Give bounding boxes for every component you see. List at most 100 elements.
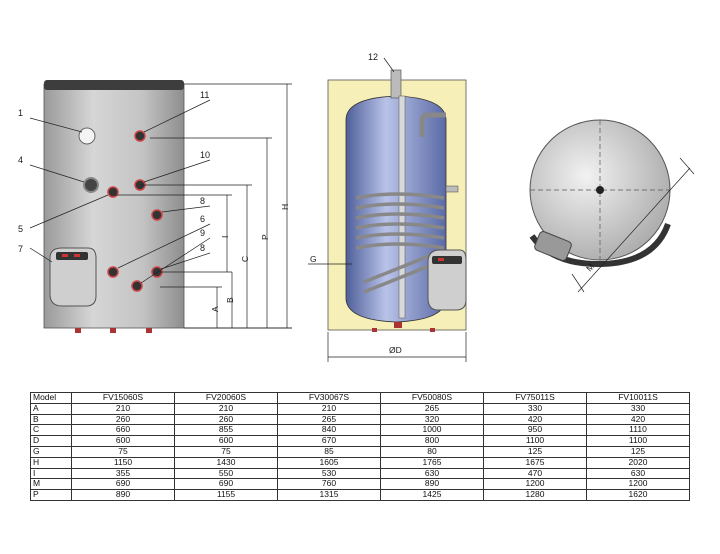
table-cell: 2020 bbox=[586, 456, 690, 469]
table-cell: 800 bbox=[380, 435, 484, 447]
table-cell: 950 bbox=[483, 424, 587, 437]
table-header-row: Model FV15060S FV20060S FV30067S FV50080… bbox=[30, 392, 690, 404]
row-label: P bbox=[30, 489, 72, 501]
connection-6 bbox=[107, 266, 119, 278]
row-label: D bbox=[30, 435, 72, 447]
table-cell: 470 bbox=[483, 467, 587, 480]
col-header: FV20060S bbox=[174, 392, 278, 404]
control-unit bbox=[49, 247, 97, 307]
tank-foot bbox=[110, 328, 116, 333]
connection-4 bbox=[83, 177, 99, 193]
table-cell: 420 bbox=[586, 413, 690, 426]
table-cell: 630 bbox=[586, 467, 690, 480]
table-cell: 890 bbox=[380, 478, 484, 491]
dim-i: I bbox=[220, 236, 230, 238]
table-cell: 1100 bbox=[586, 435, 690, 447]
dim-b: B bbox=[225, 297, 235, 303]
table-cell: 760 bbox=[277, 478, 381, 491]
table-cell: 210 bbox=[277, 402, 381, 415]
table-cell: 355 bbox=[71, 467, 175, 480]
table-cell: 660 bbox=[71, 424, 175, 437]
table-cell: 1110 bbox=[586, 424, 690, 437]
connection-9 bbox=[131, 280, 143, 292]
col-header: FV30067S bbox=[277, 392, 381, 404]
table-cell: 1675 bbox=[483, 456, 587, 469]
callout-7: 7 bbox=[18, 244, 23, 254]
dim-p: P bbox=[260, 234, 270, 240]
table-cell: 1200 bbox=[586, 478, 690, 491]
row-label: A bbox=[30, 402, 72, 415]
anode-port bbox=[78, 127, 96, 145]
col-header: FV50080S bbox=[380, 392, 484, 404]
table-cell: 1425 bbox=[380, 489, 484, 501]
table-cell: 265 bbox=[380, 402, 484, 415]
table-cell: 690 bbox=[71, 478, 175, 491]
table-cell: 210 bbox=[174, 402, 278, 415]
dim-a: A bbox=[210, 306, 220, 312]
table-cell: 1150 bbox=[71, 456, 175, 469]
dim-g: G bbox=[310, 254, 317, 264]
callout-6: 6 bbox=[200, 214, 205, 224]
connection-5 bbox=[107, 186, 119, 198]
table-cell: 1315 bbox=[277, 489, 381, 501]
dimensions-table: Model FV15060S FV20060S FV30067S FV50080… bbox=[30, 392, 690, 501]
callout-8a: 8 bbox=[200, 196, 205, 206]
table-cell: 550 bbox=[174, 467, 278, 480]
row-label: M bbox=[30, 478, 72, 491]
tank-cap bbox=[44, 80, 184, 90]
section-view: 12 G bbox=[308, 52, 467, 362]
dim-h: H bbox=[280, 204, 290, 210]
table-cell: 600 bbox=[174, 435, 278, 447]
table-cell: 1000 bbox=[380, 424, 484, 437]
table-cell: 210 bbox=[71, 402, 175, 415]
callout-11: 11 bbox=[200, 90, 209, 100]
section-control-unit bbox=[427, 249, 467, 311]
col-header-model: Model bbox=[30, 392, 72, 404]
table-cell: 260 bbox=[71, 413, 175, 426]
table-cell: 630 bbox=[380, 467, 484, 480]
table-cell: 80 bbox=[380, 445, 484, 458]
external-view: 1 4 5 7 11 10 8 6 9 8 H P I C bbox=[18, 80, 292, 333]
table-cell: 840 bbox=[277, 424, 381, 437]
callouts-left bbox=[29, 99, 211, 284]
table-cell: 260 bbox=[174, 413, 278, 426]
side-port bbox=[445, 185, 459, 193]
table-cell: 330 bbox=[483, 402, 587, 415]
dimension-lines bbox=[115, 83, 292, 329]
table-cell: 855 bbox=[174, 424, 278, 437]
table-cell: 1200 bbox=[483, 478, 587, 491]
tank-foot bbox=[75, 328, 81, 333]
col-header: FV15060S bbox=[71, 392, 175, 404]
table-cell: 1620 bbox=[586, 489, 690, 501]
dim-d: ØD bbox=[389, 345, 402, 355]
col-header: FV75011S bbox=[483, 392, 587, 404]
dim-m: M bbox=[584, 261, 596, 273]
dim-c: C bbox=[240, 256, 250, 262]
callout-5: 5 bbox=[18, 224, 23, 234]
row-label: B bbox=[30, 413, 72, 426]
table-cell: 670 bbox=[277, 435, 381, 447]
top-view: M bbox=[529, 119, 695, 293]
table-cell: 75 bbox=[71, 445, 175, 458]
table-cell: 330 bbox=[586, 402, 690, 415]
dip-tube bbox=[398, 95, 406, 319]
table-cell: 530 bbox=[277, 467, 381, 480]
top-port-12 bbox=[390, 69, 402, 99]
table-cell: 1155 bbox=[174, 489, 278, 501]
table-cell: 125 bbox=[586, 445, 690, 458]
connection-11 bbox=[134, 130, 146, 142]
table-cell: 690 bbox=[174, 478, 278, 491]
table-cell: 890 bbox=[71, 489, 175, 501]
table-cell: 1765 bbox=[380, 456, 484, 469]
heat-exchanger-coil bbox=[355, 192, 445, 294]
row-label: H bbox=[30, 456, 72, 469]
table-cell: 1605 bbox=[277, 456, 381, 469]
callout-10: 10 bbox=[200, 150, 210, 160]
table-cell: 75 bbox=[174, 445, 278, 458]
